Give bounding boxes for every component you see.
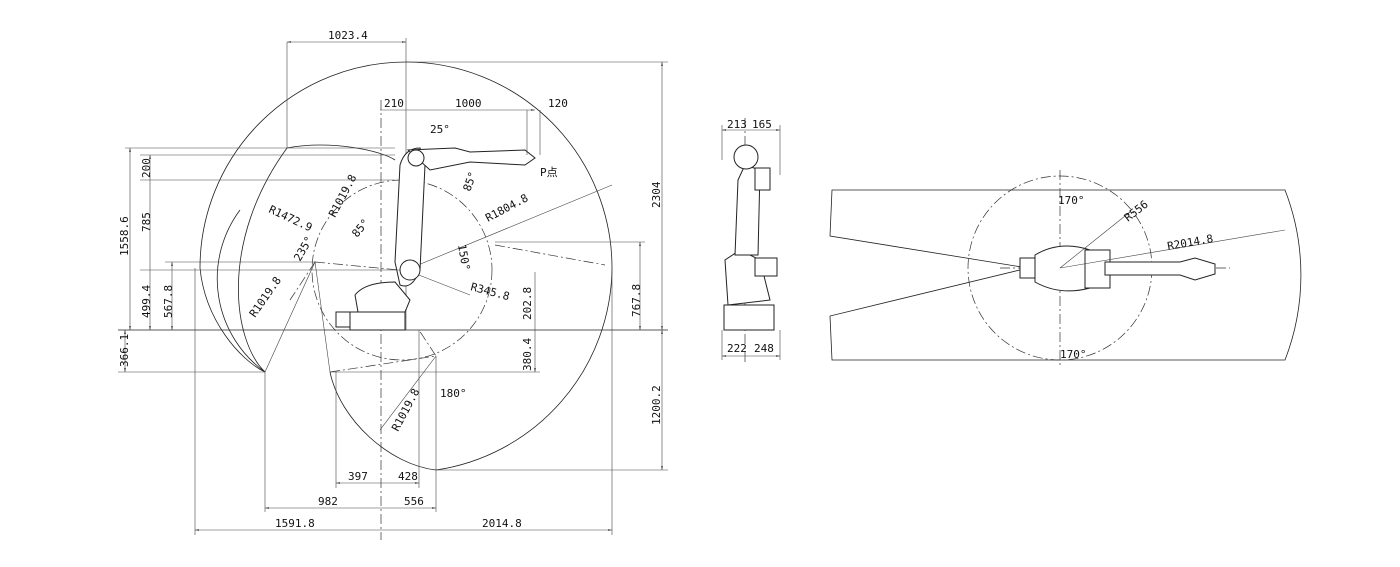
radius-1019-upper: R1019.8 [326, 172, 359, 219]
dim-222: 222 [727, 342, 747, 355]
dim-1200: 1200.2 [650, 385, 663, 425]
dim-213: 213 [727, 118, 747, 131]
robot-side [335, 147, 536, 331]
radius-1472: R1472.9 [267, 203, 315, 234]
angle-180: 180° [440, 387, 467, 400]
angle-25: 25° [430, 123, 450, 136]
dim-202: 202.8 [521, 287, 534, 320]
outer-envelope-left [199, 61, 407, 373]
radius-345: R345.8 [469, 280, 511, 303]
arc-r1019-left [216, 209, 266, 373]
dim-1558: 1558.6 [118, 216, 131, 256]
angle-85-lower: 85° [349, 216, 372, 240]
dim-567: 567.8 [162, 285, 175, 318]
robot-top [1019, 245, 1216, 292]
front-wrist [733, 144, 759, 170]
p-point-label: P点 [540, 166, 558, 179]
radius-1019-lower: R1019.8 [389, 386, 422, 433]
dim-1000: 1000 [455, 97, 482, 110]
angle-235: 235° [291, 234, 316, 263]
radius-556: R556 [1122, 198, 1151, 225]
dim-200: 200 [140, 158, 153, 178]
dim-397: 397 [348, 470, 368, 483]
radius-1804: R1804.8 [483, 191, 530, 224]
rear-envelope [238, 144, 396, 373]
dim-210: 210 [384, 97, 404, 110]
top-envelope-r2014 [829, 189, 1302, 361]
dim-1023: 1023.4 [328, 29, 368, 42]
dim-120: 120 [548, 97, 568, 110]
radius-2014: R2014.8 [1166, 232, 1214, 253]
angle-85-upper: 85° [461, 170, 480, 193]
radius-lines [264, 184, 613, 431]
front-base [723, 304, 775, 331]
angle-170-top: 170° [1058, 194, 1085, 207]
dim-248: 248 [754, 342, 774, 355]
dim-428: 428 [398, 470, 418, 483]
front-view: 213 165 222 248 [721, 118, 781, 362]
outer-envelope-r1804 [329, 61, 613, 471]
side-view: 1023.4 210 1000 120 25° P点 200 785 1558.… [118, 29, 668, 540]
radius-1019-left: R1019.8 [247, 274, 284, 319]
dim-380: 380.4 [521, 338, 534, 371]
dim-366: 366.1 [118, 334, 131, 367]
dim-556: 556 [404, 495, 424, 508]
top-view: 170° 170° R556 R2014.8 [829, 170, 1302, 366]
dim-2304: 2304 [650, 181, 663, 208]
angle-150: 150° [455, 243, 472, 271]
dim-982: 982 [318, 495, 338, 508]
dim-2014: 2014.8 [482, 517, 522, 530]
angle-170-bottom: 170° [1060, 348, 1087, 361]
dim-785: 785 [140, 212, 153, 232]
dim-767: 767.8 [630, 284, 643, 317]
dim-499: 499.4 [140, 285, 153, 318]
dim-165: 165 [752, 118, 772, 131]
reach-lower [329, 329, 437, 373]
reach-lines [289, 244, 606, 301]
dim-1591: 1591.8 [275, 517, 315, 530]
